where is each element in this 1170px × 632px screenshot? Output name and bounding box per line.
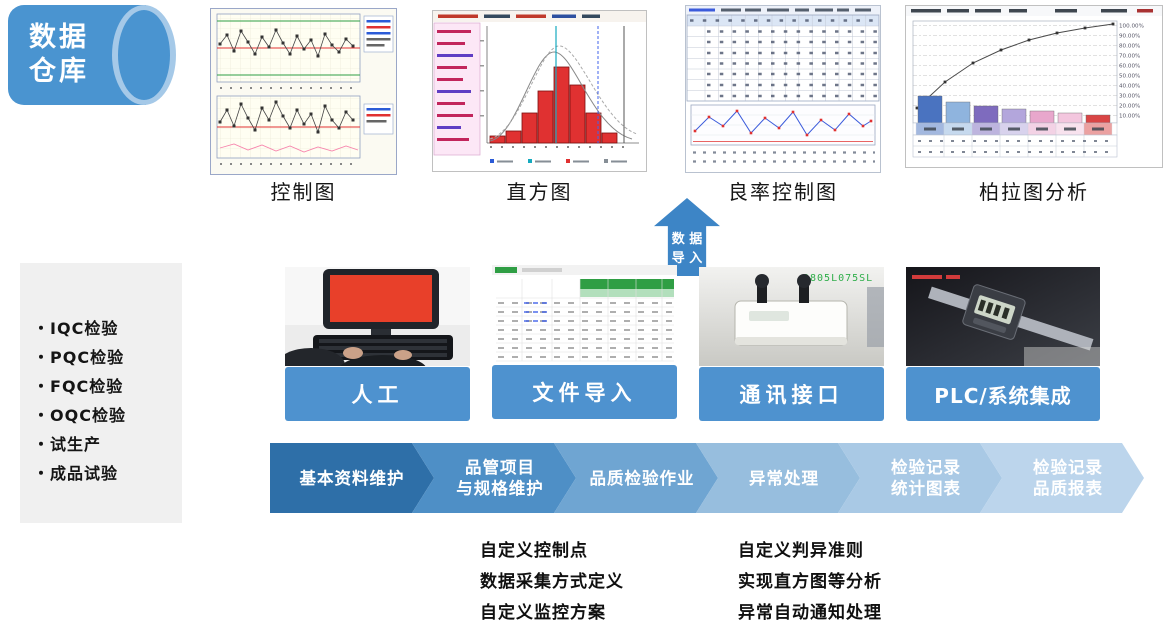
process-step-label-line1: 检验记录: [1033, 458, 1103, 477]
pareto-chart-thumbnail: 100.00% 90.00% 80.00% 70.00% 60.00% 50.0…: [905, 5, 1163, 168]
process-step-exception: 异常处理: [696, 443, 860, 513]
exception-notes-list: 自定义判异准则 实现直方图等分析 异常自动通知处理: [738, 536, 882, 629]
pareto-axis-label: 30.00%: [1119, 94, 1140, 100]
process-step-label: 基本资料维护: [299, 468, 405, 488]
data-import-label-line2: 导 入: [671, 251, 703, 266]
device-code-text: 0805L075SL: [803, 273, 873, 284]
process-step-label-line2: 品质报表: [1033, 479, 1103, 498]
note-item: 自定义控制点: [480, 541, 588, 561]
spreadsheet-illustration: [492, 265, 677, 364]
note-item: 自定义判异准则: [738, 541, 864, 561]
histogram-thumbnail: [432, 10, 647, 172]
process-step-label-line2: 统计图表: [891, 479, 961, 498]
process-step-label-line2: 与规格维护: [456, 479, 544, 498]
process-step-label: 异常处理: [749, 468, 819, 488]
keyboard-monitor-illustration: [285, 267, 470, 366]
pareto-axis-label: 20.00%: [1119, 104, 1140, 110]
bullet: ・: [33, 348, 51, 367]
file-import-card: 文件导入: [492, 265, 677, 419]
cylinder-cap: [118, 10, 170, 100]
manual-input-image: [285, 267, 470, 366]
inspection-type-item: ・FQC检验: [33, 372, 174, 401]
sensor-device-illustration: 0805L075SL: [699, 267, 884, 366]
note-item: 实现直方图等分析: [738, 572, 882, 592]
inspection-type-item: ・PQC检验: [33, 343, 174, 372]
data-warehouse-cylinder: 数据 仓库: [8, 5, 180, 105]
manual-input-card: 人工: [285, 267, 470, 421]
process-step-basic-data: 基本资料维护: [270, 443, 434, 513]
note-item: 数据采集方式定义: [480, 572, 624, 592]
plc-integration-card: PLC/系统集成: [906, 267, 1100, 421]
control-chart-graphic: [210, 8, 397, 175]
yield-control-chart-thumbnail: [685, 5, 881, 173]
process-step-label-line1: 品管项目: [465, 458, 535, 477]
pareto-axis-label: 60.00%: [1119, 64, 1140, 70]
pareto-chart-label: 柏拉图分析: [979, 180, 1089, 204]
process-step-inspection: 品质检验作业: [554, 443, 718, 513]
inspection-type-item: ・成品试验: [33, 459, 174, 488]
plc-integration-image: [906, 267, 1100, 366]
pareto-graphic: 100.00% 90.00% 80.00% 70.00% 60.00% 50.0…: [905, 5, 1163, 168]
inspection-type-item: ・IQC检验: [33, 314, 174, 343]
inspection-type-label: PQC检验: [50, 348, 125, 367]
pareto-axis-label: 80.00%: [1119, 44, 1140, 50]
file-import-label: 文件导入: [532, 381, 637, 405]
pareto-axis-label: 40.00%: [1119, 84, 1140, 90]
control-chart-label: 控制图: [270, 180, 337, 204]
histogram-label: 直方图: [506, 180, 573, 204]
inspection-type-label: IQC检验: [50, 319, 119, 338]
bullet: ・: [33, 319, 51, 338]
control-chart-thumbnail: [210, 8, 397, 175]
bullet: ・: [33, 435, 51, 454]
histogram-graphic: [432, 10, 647, 172]
pareto-axis-label: 10.00%: [1119, 114, 1140, 120]
comm-interface-label-bar: 通讯接口: [699, 367, 884, 421]
pareto-axis-label: 70.00%: [1119, 54, 1140, 60]
process-step-reports: 检验记录 品质报表: [980, 443, 1144, 513]
inspection-type-label: 试生产: [50, 435, 102, 454]
comm-interface-label: 通讯接口: [739, 383, 844, 407]
pareto-axis-label: 100.00%: [1119, 24, 1144, 30]
process-step-statistics: 检验记录 统计图表: [838, 443, 1002, 513]
bullet: ・: [33, 377, 51, 396]
inspection-type-item: ・OQC检验: [33, 401, 174, 430]
yield-chart-label: 良率控制图: [728, 180, 838, 204]
note-item: 自定义监控方案: [480, 603, 606, 623]
data-import-label-line1: 数 据: [671, 232, 703, 247]
data-warehouse-label-line1: 数据: [29, 22, 89, 53]
inspection-types-panel: ・IQC检验 ・PQC检验 ・FQC检验 ・OQC检验 ・试生产 ・成品试验: [20, 263, 182, 523]
manual-input-label-bar: 人工: [285, 367, 470, 421]
plc-integration-label: PLC/系统集成: [934, 383, 1072, 408]
inspection-type-label: FQC检验: [50, 377, 124, 396]
inspection-type-item: ・试生产: [33, 430, 174, 459]
note-item: 异常自动通知处理: [738, 603, 882, 623]
file-import-image: [492, 265, 677, 364]
file-import-label-bar: 文件导入: [492, 365, 677, 419]
inspection-type-label: 成品试验: [50, 464, 119, 483]
qc-item-notes-list: 自定义控制点 数据采集方式定义 自定义监控方案: [480, 536, 624, 629]
pareto-axis-label: 50.00%: [1119, 74, 1140, 80]
bullet: ・: [33, 406, 51, 425]
comm-interface-image: 0805L075SL: [699, 267, 884, 366]
digital-caliper-illustration: [906, 267, 1100, 366]
yield-chart-graphic: [685, 5, 881, 173]
plc-integration-label-bar: PLC/系统集成: [906, 367, 1100, 421]
comm-interface-card: 0805L075SL 通讯接口: [699, 267, 884, 421]
inspection-type-label: OQC检验: [50, 406, 126, 425]
data-warehouse-label: 数据 仓库: [29, 21, 89, 89]
data-warehouse-label-line2: 仓库: [29, 56, 89, 87]
pareto-axis-label: 90.00%: [1119, 34, 1140, 40]
bullet: ・: [33, 464, 51, 483]
process-step-qc-items: 品管项目 与规格维护: [412, 443, 576, 513]
data-import-label: 数 据 导 入: [654, 230, 720, 268]
process-step-label: 品质检验作业: [589, 468, 695, 488]
manual-input-label: 人工: [351, 383, 404, 407]
process-step-label-line1: 检验记录: [891, 458, 961, 477]
